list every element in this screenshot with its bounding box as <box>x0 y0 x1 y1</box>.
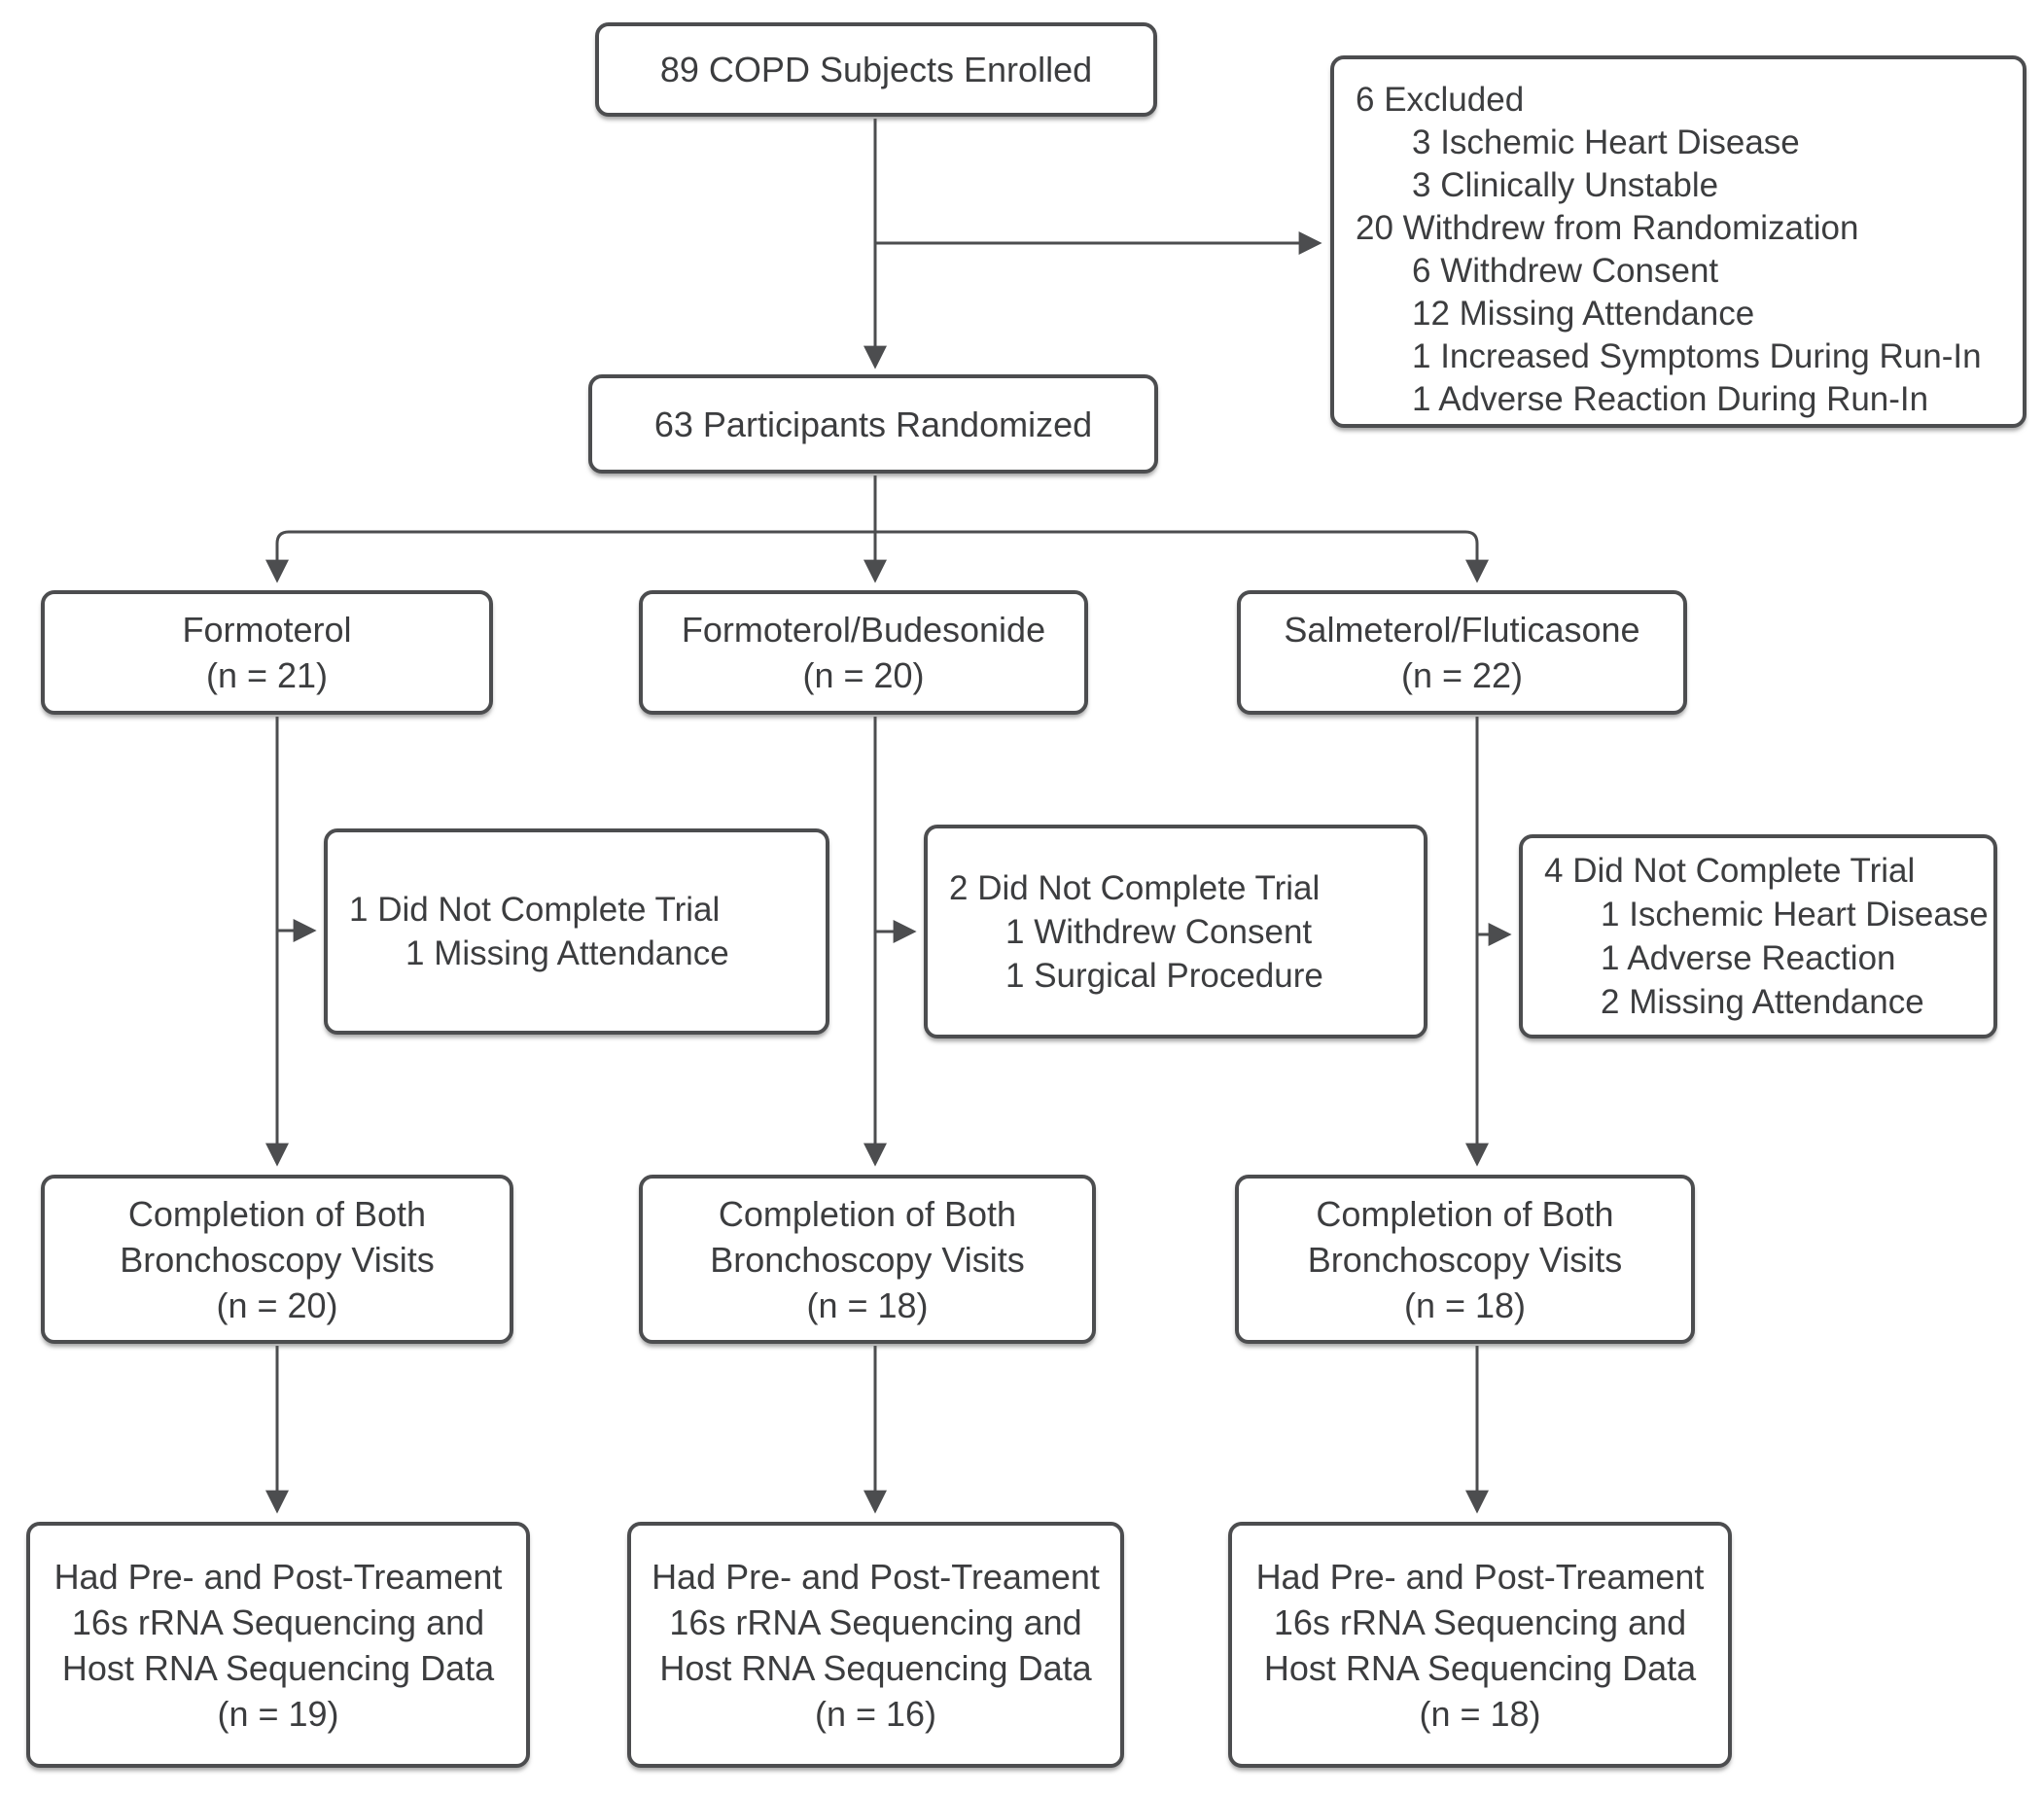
completion-n: (n = 20) <box>216 1285 338 1325</box>
dropout-formoterol-box: 1 Did Not Complete Trial 1 Missing Atten… <box>324 828 829 1035</box>
completion-n: (n = 18) <box>1403 1285 1527 1325</box>
dropout-line: 1 Missing Attendance <box>405 934 729 972</box>
completion-formoterol-box: Completion of Both Bronchoscopy Visits (… <box>41 1175 513 1344</box>
sequencing-line: Host RNA Sequencing Data <box>659 1647 1092 1688</box>
sequencing-line: Had Pre- and Post-Treament <box>53 1556 503 1597</box>
dropout-line: 2 Missing Attendance <box>1601 983 1924 1021</box>
randomized-label: 63 Participants Randomized <box>653 404 1093 444</box>
branch-bracket <box>265 530 1489 583</box>
sequencing-n: (n = 16) <box>814 1693 937 1734</box>
dropout-line: 1 Withdrew Consent <box>1005 912 1313 951</box>
arm-name: Formoterol <box>182 610 352 650</box>
enrolled-box: 89 COPD Subjects Enrolled <box>595 22 1157 117</box>
arm-formoterol-box: Formoterol (n = 21) <box>41 590 493 715</box>
exclusions-line: 12 Missing Attendance <box>1412 295 1755 333</box>
sequencing-n: (n = 18) <box>1419 1693 1541 1734</box>
completion-line: Bronchoscopy Visits <box>1307 1239 1623 1280</box>
exclusions-line: 6 Excluded <box>1356 81 1525 119</box>
completion-line: Bronchoscopy Visits <box>120 1239 435 1280</box>
sequencing-line: Host RNA Sequencing Data <box>61 1647 495 1688</box>
dropout-formoterol-budesonide-box: 2 Did Not Complete Trial 1 Withdrew Cons… <box>924 825 1427 1038</box>
exclusions-line: 1 Increased Symptoms During Run-In <box>1412 337 1982 375</box>
dropout-line: 1 Surgical Procedure <box>1005 956 1323 995</box>
sequencing-formoterol-budesonide-box: Had Pre- and Post-Treament 16s rRNA Sequ… <box>627 1522 1124 1768</box>
arm-salmeterol-fluticasone-box: Salmeterol/Fluticasone (n = 22) <box>1237 590 1687 715</box>
exclusions-line: 6 Withdrew Consent <box>1412 252 1719 290</box>
arm-formoterol-budesonide-box: Formoterol/Budesonide (n = 20) <box>639 590 1088 715</box>
exclusions-line: 20 Withdrew from Randomization <box>1356 209 1859 247</box>
sequencing-line: Had Pre- and Post-Treament <box>652 1556 1100 1597</box>
completion-salmeterol-fluticasone-box: Completion of Both Bronchoscopy Visits (… <box>1235 1175 1695 1344</box>
randomized-box: 63 Participants Randomized <box>588 374 1158 474</box>
arm-n: (n = 20) <box>802 655 925 695</box>
arm-n: (n = 22) <box>1400 655 1524 695</box>
dropout-line: 4 Did Not Complete Trial <box>1544 852 1916 890</box>
dropout-line: 1 Ischemic Heart Disease <box>1601 896 1989 933</box>
dropout-line: 1 Adverse Reaction <box>1601 939 1896 977</box>
exclusions-line: 3 Clinically Unstable <box>1412 166 1719 204</box>
sequencing-salmeterol-fluticasone-box: Had Pre- and Post-Treament 16s rRNA Sequ… <box>1228 1522 1732 1768</box>
enrolled-label: 89 COPD Subjects Enrolled <box>659 50 1093 89</box>
exclusions-line: 3 Ischemic Heart Disease <box>1412 123 1800 161</box>
completion-line: Completion of Both <box>1316 1193 1614 1234</box>
completion-formoterol-budesonide-box: Completion of Both Bronchoscopy Visits (… <box>639 1175 1096 1344</box>
completion-n: (n = 18) <box>806 1285 929 1325</box>
sequencing-formoterol-box: Had Pre- and Post-Treament 16s rRNA Sequ… <box>26 1522 530 1768</box>
sequencing-line: 16s rRNA Sequencing and <box>71 1601 485 1642</box>
completion-line: Completion of Both <box>127 1193 427 1234</box>
completion-line: Bronchoscopy Visits <box>710 1239 1025 1280</box>
dropout-salmeterol-fluticasone-box: 4 Did Not Complete Trial 1 Ischemic Hear… <box>1519 834 1997 1038</box>
completion-line: Completion of Both <box>718 1193 1017 1234</box>
arm-n: (n = 21) <box>205 655 329 695</box>
sequencing-line: Had Pre- and Post-Treament <box>1255 1556 1705 1597</box>
sequencing-line: 16s rRNA Sequencing and <box>669 1601 1082 1642</box>
arm-name: Salmeterol/Fluticasone <box>1284 610 1640 650</box>
exclusions-line: 1 Adverse Reaction During Run-In <box>1412 380 1929 418</box>
arm-name: Formoterol/Budesonide <box>681 610 1046 650</box>
sequencing-line: Host RNA Sequencing Data <box>1263 1647 1697 1688</box>
dropout-line: 2 Did Not Complete Trial <box>949 868 1321 907</box>
exclusions-box: 6 Excluded 3 Ischemic Heart Disease 3 Cl… <box>1330 55 2026 428</box>
sequencing-n: (n = 19) <box>217 1693 339 1734</box>
dropout-line: 1 Did Not Complete Trial <box>349 891 721 929</box>
sequencing-line: 16s rRNA Sequencing and <box>1273 1601 1687 1642</box>
